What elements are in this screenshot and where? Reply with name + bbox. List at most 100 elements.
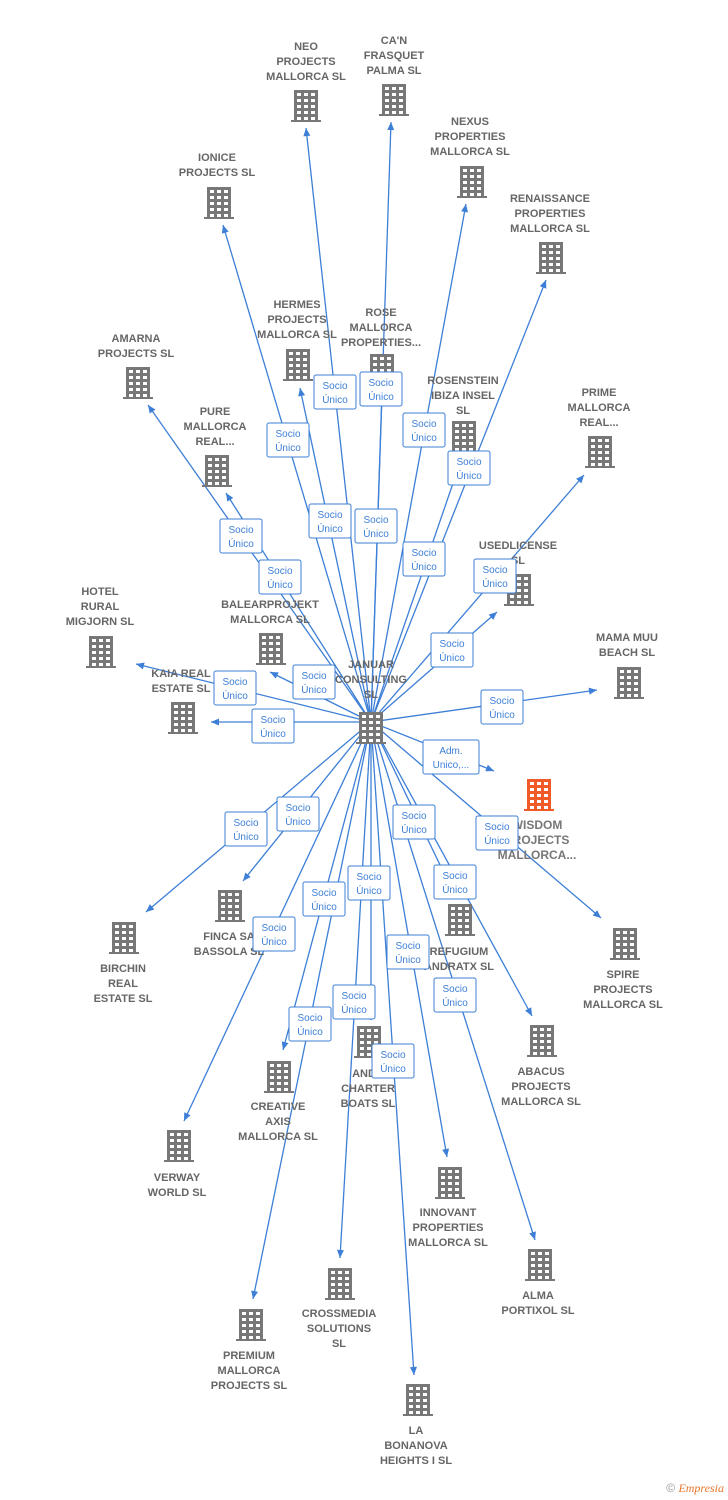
arrowhead bbox=[184, 1112, 191, 1121]
relation-label: Único bbox=[267, 578, 293, 591]
relation-label: Socio bbox=[322, 381, 347, 392]
building-icon bbox=[585, 436, 615, 468]
edge-renaissance bbox=[370, 279, 547, 723]
node-label-rose-line: PROPERTIES... bbox=[341, 337, 421, 349]
node-label-premium-line: PREMIUM bbox=[223, 1350, 275, 1362]
relation-label: Único bbox=[322, 393, 348, 406]
relation-label: Único bbox=[442, 883, 468, 896]
building-icon bbox=[291, 90, 321, 122]
building-icon bbox=[610, 928, 640, 960]
arrowhead bbox=[298, 388, 306, 397]
copyright-symbol: © bbox=[666, 1481, 676, 1495]
relation-badge-wisdom[interactable]: Adm.Unico,... bbox=[422, 739, 480, 775]
relation-label: Socio bbox=[439, 639, 464, 650]
